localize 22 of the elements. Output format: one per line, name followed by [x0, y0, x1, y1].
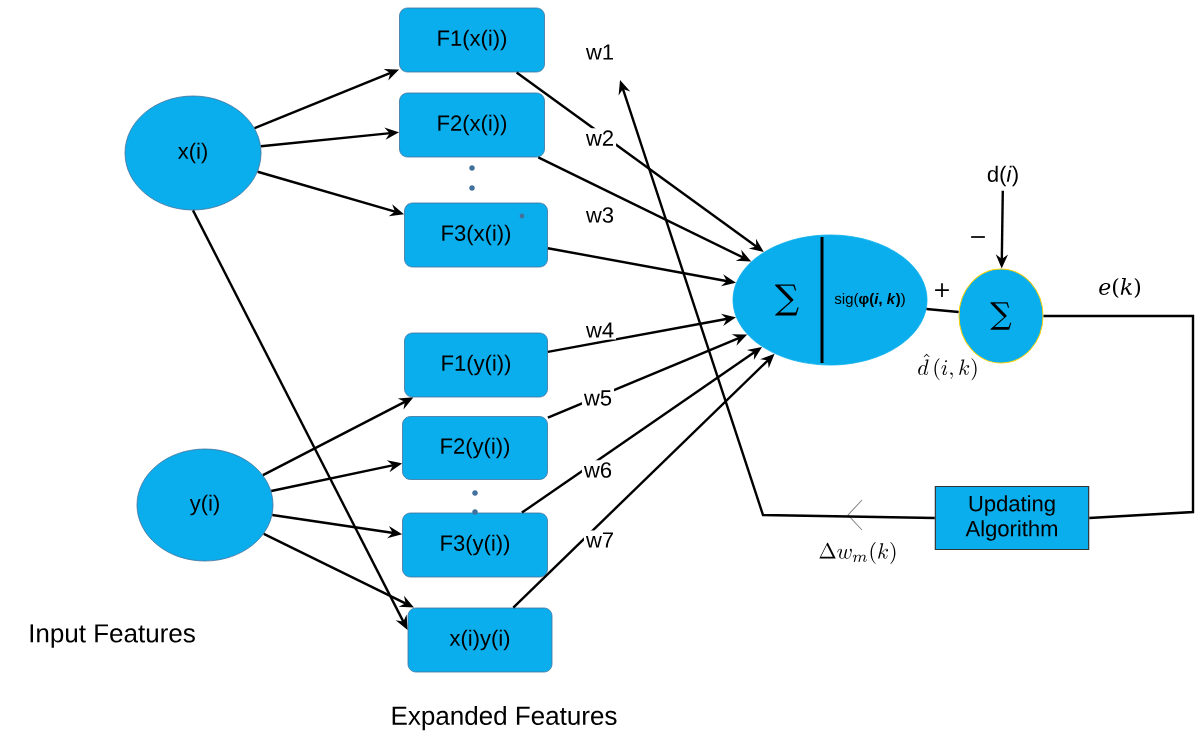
edge-label: + [935, 283, 949, 297]
feature-box: F1(y(i)) [404, 332, 548, 398]
feature-box: F2(x(i)) [399, 92, 545, 158]
edge-label: w4 [585, 322, 614, 338]
edge-label: w3 [585, 207, 614, 223]
edge-label: $\Delta w_{m}(k)$ [819, 542, 896, 564]
edge-label: − [971, 236, 985, 238]
feature-box: F3(x(i)) [404, 202, 548, 268]
label-text: Input Features [30, 624, 195, 648]
label-text: Expanded Features [392, 705, 617, 731]
feature-box: F3(y(i)) [402, 512, 548, 578]
edge-label: w7 [585, 532, 613, 548]
signal-label: d(i) [987, 165, 1018, 187]
edge-label: w2 [585, 130, 613, 146]
feature-box: F2(y(i)) [402, 416, 548, 480]
edge-label: w1 [585, 44, 613, 60]
process-box: Updating Algorithm [934, 485, 1090, 551]
edge-label: w6 [583, 462, 612, 478]
feature-box: x(i)y(i) [407, 607, 553, 673]
edge-label: w5 [583, 390, 612, 406]
feature-box: F1(x(i)) [399, 7, 545, 73]
edge-label: e(k) [1099, 277, 1140, 299]
